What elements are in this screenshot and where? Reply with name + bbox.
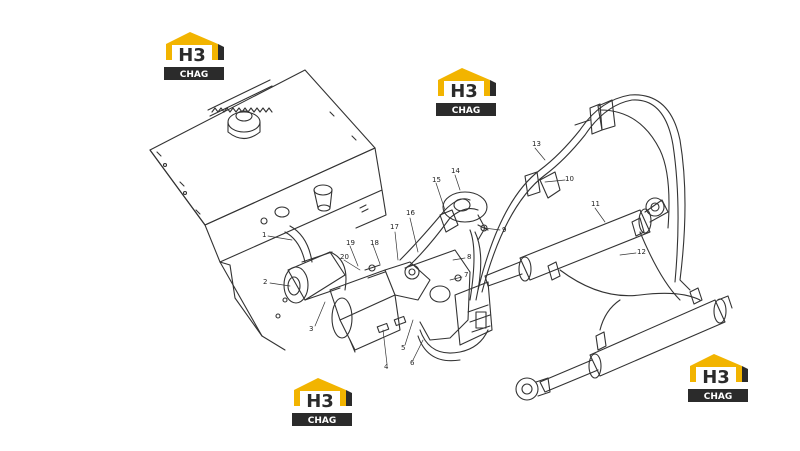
callout-12: 12: [637, 248, 646, 256]
svg-text:CHAG: CHAG: [308, 416, 337, 426]
svg-text:H3: H3: [450, 81, 478, 102]
callout-19: 19: [346, 239, 355, 247]
callout-7: 7: [464, 271, 469, 279]
h3-chag-logo-icon: H3 CHAG: [164, 32, 224, 80]
callout-15: 15: [432, 176, 441, 184]
pump-assembly: [275, 225, 431, 353]
callout-8: 8: [467, 253, 472, 261]
watermark-logo: H3 CHAG: [288, 376, 358, 428]
hydraulic-tank: [149, 69, 387, 351]
callout-17: 17: [390, 223, 399, 231]
h3-chag-logo-icon: H3 CHAG: [436, 68, 496, 116]
cylinder-lower: [515, 287, 733, 401]
watermark-logo: H3 CHAG: [160, 30, 230, 82]
watermark-logo: H3 CHAG: [432, 66, 502, 118]
callout-11: 11: [591, 200, 600, 208]
callout-leaders: [267, 147, 637, 365]
valve-block: [364, 249, 493, 362]
callout-2: 2: [263, 278, 268, 286]
callout-5: 5: [401, 344, 406, 352]
callout-9: 9: [502, 226, 507, 234]
callout-16: 16: [406, 209, 415, 217]
callout-13: 13: [532, 140, 541, 148]
callout-4: 4: [384, 363, 389, 371]
callout-18: 18: [370, 239, 379, 247]
watermark-logo: H3 CHAG: [684, 352, 754, 404]
callout-10: 10: [565, 175, 574, 183]
svg-text:CHAG: CHAG: [180, 70, 209, 80]
h3-chag-logo-icon: H3 CHAG: [292, 378, 352, 426]
svg-text:CHAG: CHAG: [704, 392, 733, 402]
hydraulic-lines: [477, 94, 701, 331]
callout-3: 3: [309, 325, 314, 333]
callout-6: 6: [410, 359, 415, 367]
callout-1: 1: [262, 231, 267, 239]
svg-text:H3: H3: [306, 391, 334, 412]
cylinder-upper: [484, 197, 669, 287]
callout-14: 14: [451, 167, 460, 175]
svg-text:CHAG: CHAG: [452, 106, 481, 116]
svg-text:H3: H3: [178, 45, 206, 66]
svg-text:H3: H3: [702, 367, 730, 388]
callout-20: 20: [340, 253, 349, 261]
h3-chag-logo-icon: H3 CHAG: [688, 354, 748, 402]
